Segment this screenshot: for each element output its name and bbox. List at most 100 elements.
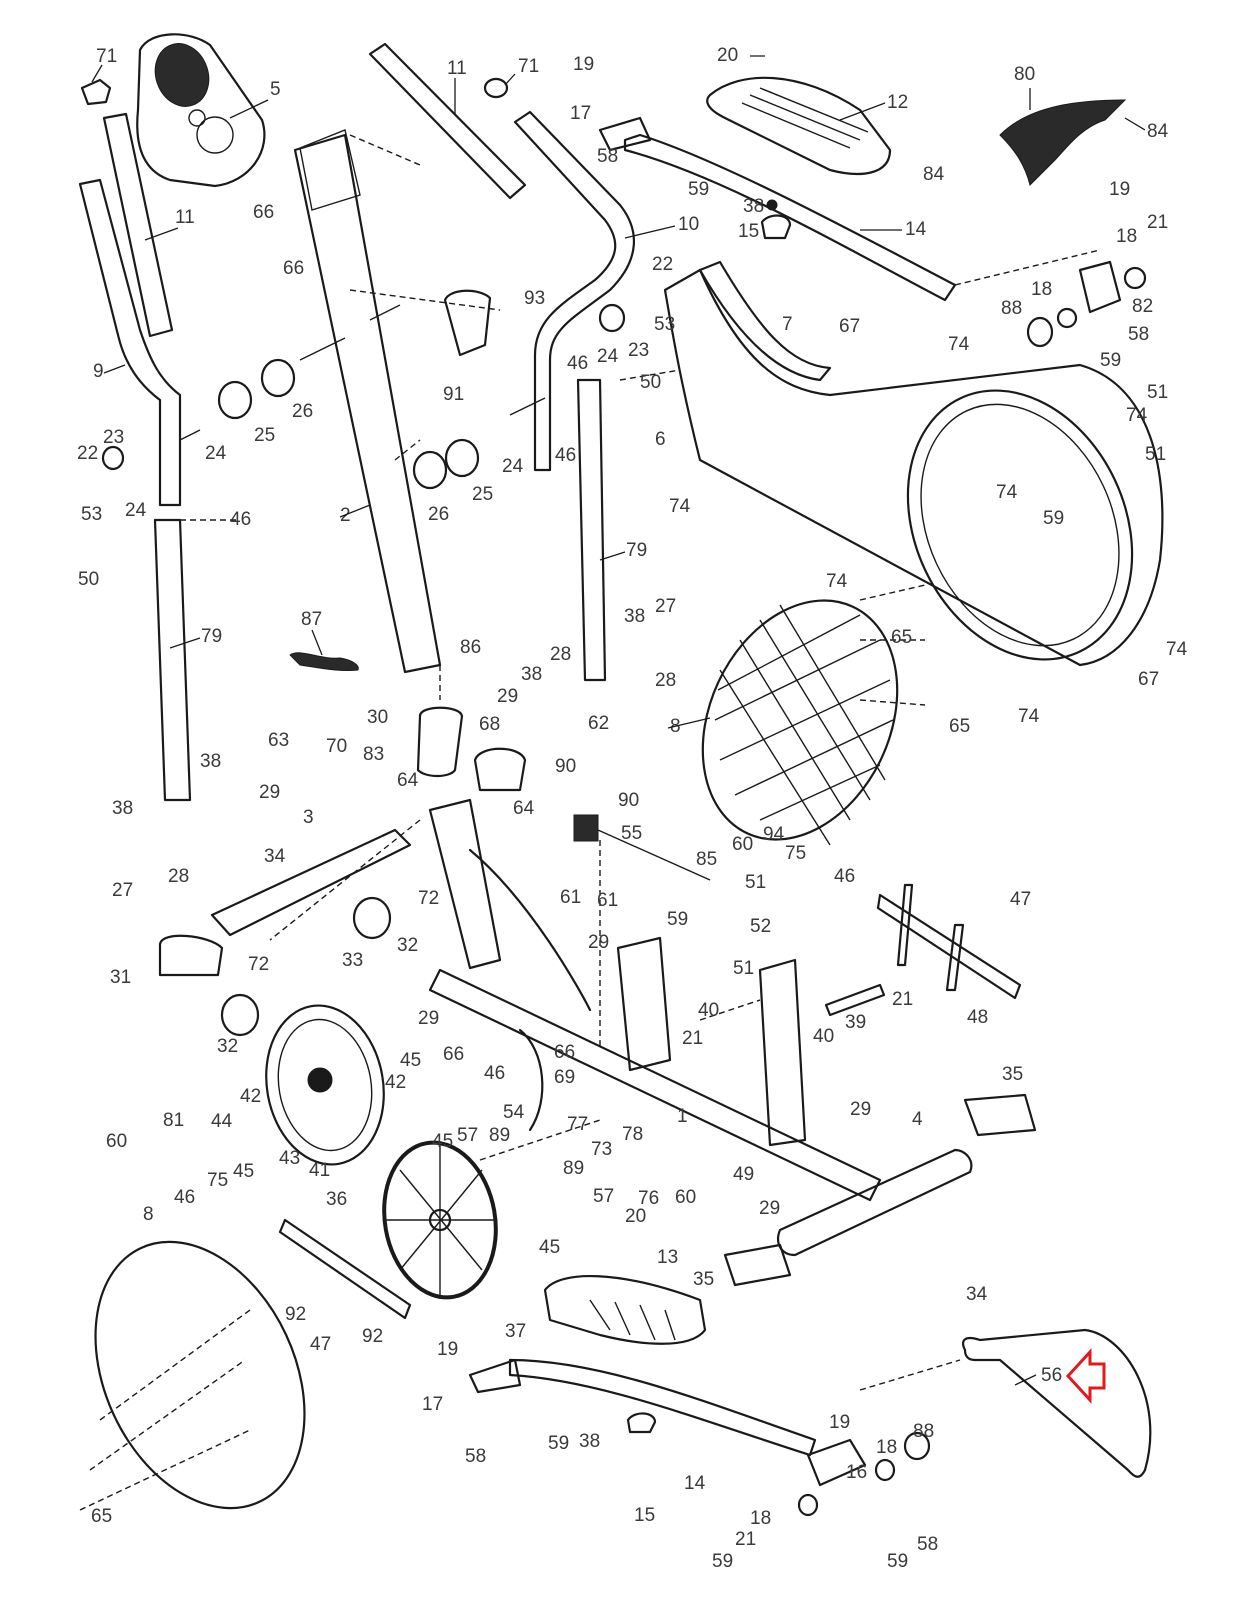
callout-60: 60 xyxy=(675,1187,696,1208)
callout-46: 46 xyxy=(555,445,576,466)
callout-14: 14 xyxy=(905,219,927,240)
callout-36: 36 xyxy=(326,1189,347,1210)
callout-51: 51 xyxy=(1147,382,1168,403)
callout-58: 58 xyxy=(465,1446,486,1467)
callout-39: 39 xyxy=(845,1012,866,1033)
callout-35: 35 xyxy=(693,1269,714,1290)
callout-59: 59 xyxy=(1043,508,1064,529)
callout-29: 29 xyxy=(588,932,609,953)
upper-handlebar-10 xyxy=(513,110,636,472)
callout-24: 24 xyxy=(205,443,227,464)
callout-8: 8 xyxy=(143,1204,154,1225)
callout-24: 24 xyxy=(502,456,524,477)
callout-89: 89 xyxy=(489,1125,510,1146)
callout-51: 51 xyxy=(745,872,766,893)
highlight-arrow-icon xyxy=(1065,1348,1106,1404)
callout-47: 47 xyxy=(310,1334,331,1355)
callout-90: 90 xyxy=(618,790,639,811)
callout-47: 47 xyxy=(1010,889,1031,910)
callout-38: 38 xyxy=(200,751,221,772)
callout-17: 17 xyxy=(570,103,591,124)
callout-9: 9 xyxy=(93,361,104,382)
callout-59: 59 xyxy=(1100,350,1121,371)
callout-38: 38 xyxy=(624,606,645,627)
callout-7: 7 xyxy=(782,314,793,335)
callout-29: 29 xyxy=(497,686,518,707)
callout-46: 46 xyxy=(834,866,855,887)
callout-45: 45 xyxy=(432,1131,453,1152)
callout-65: 65 xyxy=(891,627,912,648)
callout-51: 51 xyxy=(1145,444,1166,465)
callout-40: 40 xyxy=(698,1000,719,1021)
callout-22: 22 xyxy=(77,443,98,464)
callout-19: 19 xyxy=(829,1412,850,1433)
callout-54: 54 xyxy=(503,1102,525,1123)
callout-94: 94 xyxy=(763,824,785,845)
pedal-13 xyxy=(543,1274,707,1345)
callout-50: 50 xyxy=(78,569,99,590)
callout-44: 44 xyxy=(211,1111,233,1132)
callout-32: 32 xyxy=(397,935,418,956)
callout-18: 18 xyxy=(1031,279,1052,300)
callout-26: 26 xyxy=(292,401,313,422)
pedal-12 xyxy=(706,76,892,176)
callout-75: 75 xyxy=(785,843,806,864)
callout-74: 74 xyxy=(669,496,691,517)
callout-74: 74 xyxy=(826,571,848,592)
tension-motor-55 xyxy=(573,814,711,881)
callout-61: 61 xyxy=(560,887,581,908)
crank-post-30 xyxy=(416,706,464,778)
callout-57: 57 xyxy=(457,1125,478,1146)
callout-85: 85 xyxy=(696,849,717,870)
callout-28: 28 xyxy=(168,866,189,887)
axle-39 xyxy=(824,983,886,1017)
callout-77: 77 xyxy=(567,1114,588,1135)
callout-45: 45 xyxy=(233,1161,254,1182)
bottle-holder-91 xyxy=(443,289,492,357)
callout-40: 40 xyxy=(813,1026,834,1047)
callout-31: 31 xyxy=(110,967,131,988)
callout-11: 11 xyxy=(447,58,467,79)
callout-74: 74 xyxy=(1126,405,1148,426)
callout-25: 25 xyxy=(254,425,275,446)
callout-88: 88 xyxy=(913,1421,934,1442)
callout-82: 82 xyxy=(1132,296,1153,317)
callout-71: 71 xyxy=(518,56,539,77)
callout-65: 65 xyxy=(91,1506,112,1527)
endcap-71-right xyxy=(483,77,509,99)
callout-19: 19 xyxy=(437,1339,458,1360)
callout-59: 59 xyxy=(712,1551,733,1572)
callout-13: 13 xyxy=(657,1247,678,1268)
callout-79: 79 xyxy=(201,626,222,647)
callout-19: 19 xyxy=(573,54,594,75)
callout-68: 68 xyxy=(479,714,500,735)
callout-14: 14 xyxy=(684,1473,706,1494)
callout-1: 1 xyxy=(677,1106,688,1127)
shroud-7 xyxy=(698,260,832,382)
callout-46: 46 xyxy=(230,509,251,530)
callout-4: 4 xyxy=(912,1109,923,1130)
pivot-rollers xyxy=(101,303,626,490)
callout-72: 72 xyxy=(418,888,439,909)
pedal-bracket-17-bottom xyxy=(468,1358,522,1394)
bracket-16 xyxy=(797,1431,931,1517)
callout-25: 25 xyxy=(472,484,493,505)
callout-21: 21 xyxy=(735,1529,756,1550)
callout-84: 84 xyxy=(1147,121,1169,142)
callout-66: 66 xyxy=(554,1042,575,1063)
callout-65: 65 xyxy=(949,716,970,737)
bracket-82 xyxy=(1078,260,1122,314)
callout-53: 53 xyxy=(654,314,675,335)
endcap-35 xyxy=(723,1093,1037,1287)
callout-73: 73 xyxy=(591,1139,612,1160)
upper-handlebar-11-left xyxy=(102,112,174,338)
wheel-32 xyxy=(220,896,392,1037)
drive-belt-56 xyxy=(962,1328,1152,1478)
callout-29: 29 xyxy=(759,1198,780,1219)
callout-26: 26 xyxy=(428,504,449,525)
callout-38: 38 xyxy=(112,798,133,819)
callout-53: 53 xyxy=(81,504,102,525)
callout-71: 71 xyxy=(96,46,117,67)
callout-74: 74 xyxy=(948,334,970,355)
